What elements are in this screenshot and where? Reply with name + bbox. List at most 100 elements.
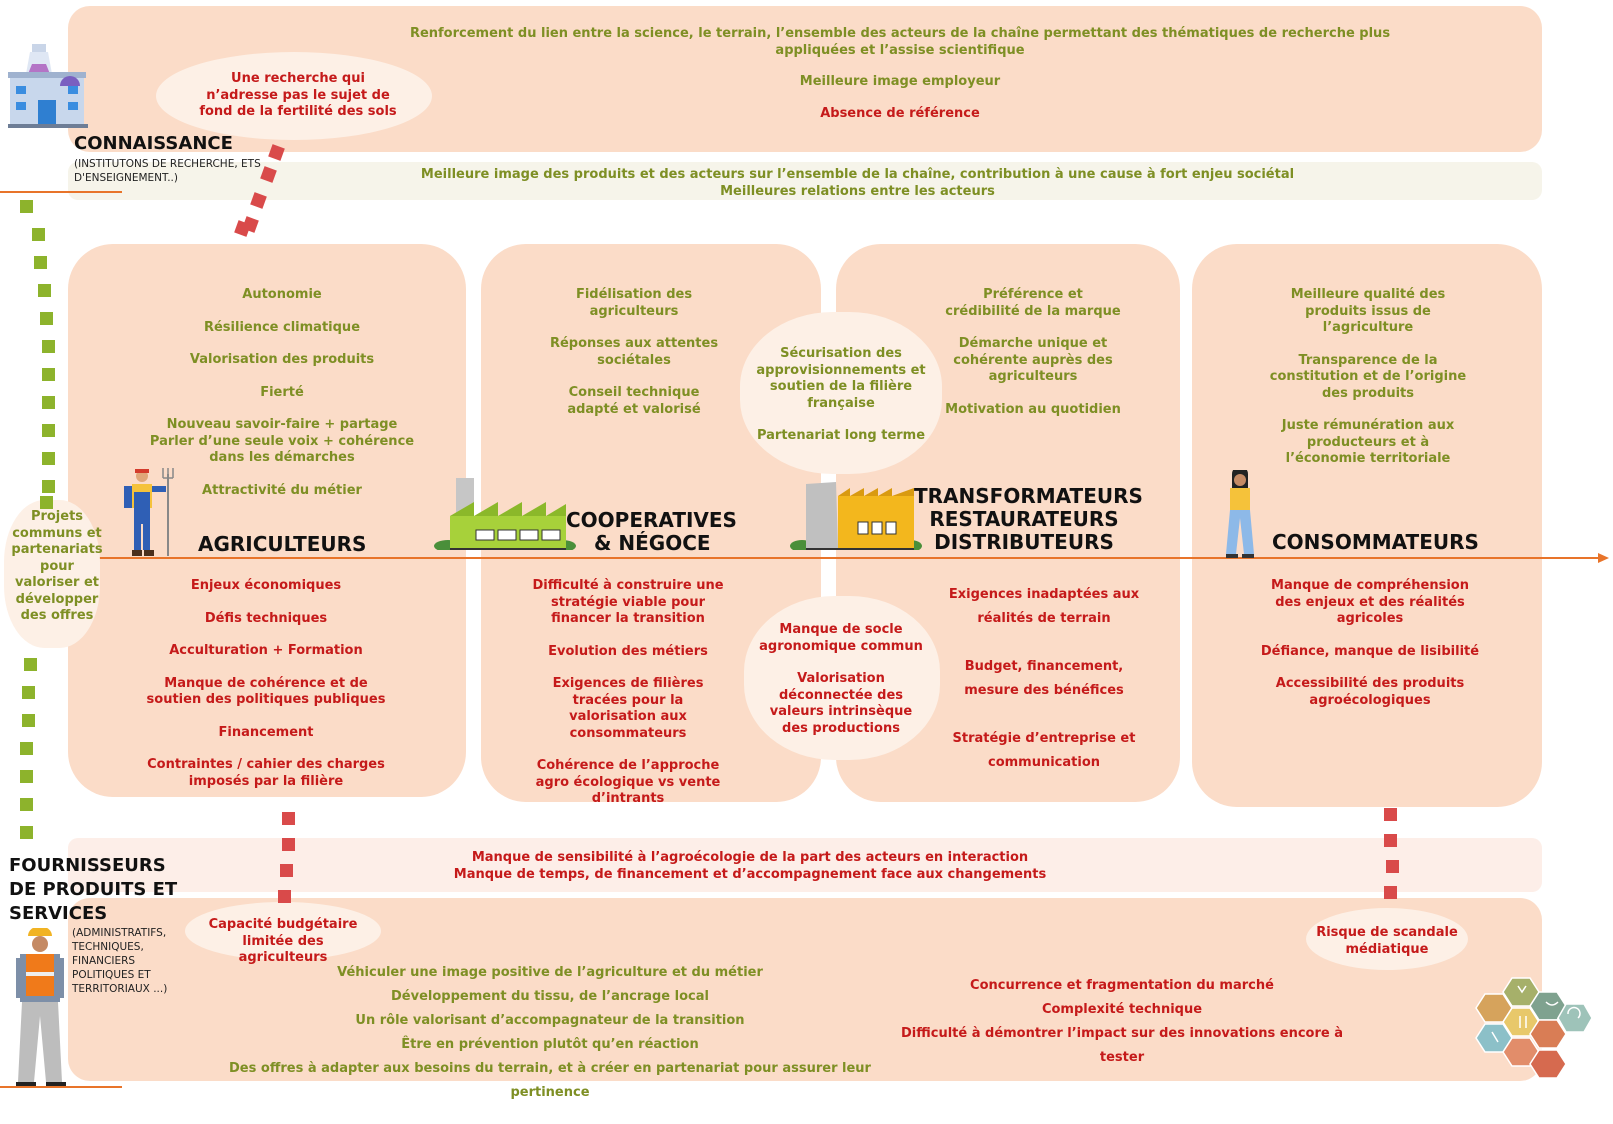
transfo-challenge: Exigences inadaptées aux réalités de ter… [948,587,1140,626]
coop-benefit: Fidélisation des agriculteurs [575,287,693,319]
coop-challenge: Evolution des métiers [548,643,708,659]
consommateurs-title: CONSOMMATEURS [1272,530,1479,554]
cooperatives-benefits: Fidélisation des agriculteurs Réponses a… [548,287,720,434]
transfo-challenge: Stratégie d’entreprise et communication [952,731,1136,770]
shared-coop-transfo-challenges: Manque de socle agronomique commun Valor… [756,622,926,753]
green-dash-segment [20,826,33,839]
agriculteurs-challenges: Enjeux économiques Défis techniques Accu… [140,578,392,806]
transformateurs-benefits: Préférence et crédibilité de la marque D… [944,287,1122,434]
conso-benefit: Transparence de la constitution et de l’… [1269,352,1467,401]
agri-challenge: Financement [218,724,314,740]
consommateurs-benefits: Meilleure qualité des produits issus de … [1266,287,1470,484]
shared-benefit-2: Meilleures relations entre les acteurs [720,184,995,199]
agri-benefit: Valorisation des produits [189,352,375,367]
shared-challenge-cloud [744,596,940,760]
red-dash-segment [1386,860,1399,873]
coop-benefit: Réponses aux attentes sociétales [549,336,719,368]
consumer-icon [1226,470,1254,558]
connaissance-cloud-text: Une recherche qui n’adresse pas le sujet… [199,71,397,119]
transfo-benefit: Préférence et crédibilité de la marque [945,287,1121,319]
agriculteurs-title: AGRICULTEURS [198,532,367,556]
transfo-benefit: Motivation au quotidien [945,401,1121,417]
agri-benefit: Résilience climatique [203,319,361,335]
red-dash-segment [282,812,295,825]
shared-challenges-band [68,838,1542,892]
fourn-challenge: Difficulté à démontrer l’impact sur des … [901,1026,1343,1065]
hexagon-logo-icon [1475,977,1592,1079]
green-dash-segment [42,452,55,465]
connaissance-benefit-2: Meilleure image employeur [799,74,1001,89]
agri-challenge: Acculturation + Formation [169,643,363,658]
shared-challenge-2: Manque de temps, de financement et d’acc… [453,867,1047,882]
coop-challenge: Cohérence de l’approche agro écologique … [535,758,721,806]
green-dash-segment [32,228,45,241]
green-dash-segment [22,686,35,699]
connaissance-cloud [156,52,432,140]
conso-challenge: Manque de compréhension des enjeux et de… [1271,578,1469,626]
shared-challenge: Manque de socle agronomique commun [759,622,923,654]
transformateurs-challenges: Exigences inadaptées aux réalités de ter… [936,583,1152,791]
factory-icon [790,482,922,550]
shared-coop-transfo-benefits: Sécurisation des approvisionnements et s… [756,346,926,461]
transfo-benefit: Démarche unique et cohérente auprès des … [953,336,1113,384]
red-dash-segment [278,890,291,903]
shared-benefit: Sécurisation des approvisionnements et s… [756,346,926,411]
green-dash-segment [24,658,37,671]
green-dash-segment [20,742,33,755]
green-dash-segment [42,368,55,381]
green-dash-segment [34,256,47,269]
agri-challenge: Défis techniques [204,610,328,626]
cooperatives-title-2: & NÉGOCE [594,531,711,555]
red-dash-segment [1384,808,1397,821]
fournisseurs-benefits: Véhiculer une image positive de l’agricu… [200,961,900,1105]
shared-benefit: Partenariat long terme [756,428,926,443]
coop-challenge: Exigences de filières tracées pour la va… [552,676,704,741]
agri-challenge: Contraintes / cahier des charges imposés… [147,757,385,789]
fournisseurs-title: FOURNISSEURS DE PRODUITS ET SERVICES [9,855,178,924]
green-dash-segment [42,340,55,353]
connaissance-risk: Absence de référence [820,106,980,121]
green-dash-segment [42,396,55,409]
green-dash-segment [22,714,35,727]
agri-benefit: Attractivité du métier [202,482,362,498]
agri-challenge: Enjeux économiques [190,578,342,593]
projets-communs-text: Projets communs et partenariats pour val… [11,509,103,623]
conso-benefit: Meilleure qualité des produits issus de … [1290,287,1446,335]
coop-benefit: Conseil technique adapté et valorisé [567,385,701,417]
red-dash-segment [280,864,293,877]
green-dash-segment [20,200,33,213]
fournisseurs-subtitle: (ADMINISTRATIFS, TECHNIQUES, FINANCIERS … [72,927,168,995]
green-dash-segment [38,284,51,297]
agri-challenge: Manque de cohérence et de soutien des po… [146,675,386,708]
connaissance-benefit-1: Renforcement du lien entre la science, l… [409,26,1391,58]
red-dash-segment [282,838,295,851]
agri-benefit: Nouveau savoir-faire + partage Parler d’… [149,417,415,465]
transformateurs-title-1: TRANSFORMATEURS [914,484,1143,508]
shared-benefit-1: Meilleure image des produits et des acte… [420,167,1295,182]
coop-challenge: Difficulté à construire une stratégie vi… [532,578,724,626]
red-dash-segment [1384,886,1397,899]
fournisseurs-cloud-right-text: Risque de scandale médiatique [1316,925,1458,957]
connaissance-underline [0,191,122,193]
fourn-benefit: Un rôle valorisant d’accompagnateur de l… [355,1013,745,1028]
fournisseurs-challenges: Concurrence et fragmentation du marché C… [880,974,1364,1070]
green-dash-segment [42,480,55,493]
green-dash-segment [42,424,55,437]
conso-challenge: Défiance, manque de lisibilité [1260,643,1480,659]
agri-benefit: Fierté [260,384,304,400]
green-dash-segment [20,770,33,783]
connaissance-subtitle: (INSTITUTONS DE RECHERCHE, ETS D'ENSEIGN… [74,158,261,184]
fourn-benefit: Véhiculer une image positive de l’agricu… [337,965,763,980]
cooperatives-title-1: COOPERATIVES [566,508,737,532]
conso-challenge: Accessibilité des produits agroécologiqu… [1275,676,1465,708]
fournisseurs-cloud-left [185,902,381,960]
transfo-challenge: Budget, financement, mesure des bénéfice… [964,659,1124,698]
shared-benefit-cloud [740,312,942,474]
fourn-benefit: Être en prévention plutôt qu’en réaction [401,1037,699,1052]
projets-communs-cloud [4,500,100,648]
cooperative-building-icon [434,478,576,550]
green-dash-segment [20,798,33,811]
fourn-benefit: Développement du tissu, de l’ancrage loc… [391,989,709,1004]
consommateurs-challenges: Manque de compréhension des enjeux et de… [1258,578,1482,725]
fourn-benefit: Des offres à adapter aux besoins du terr… [229,1061,871,1100]
